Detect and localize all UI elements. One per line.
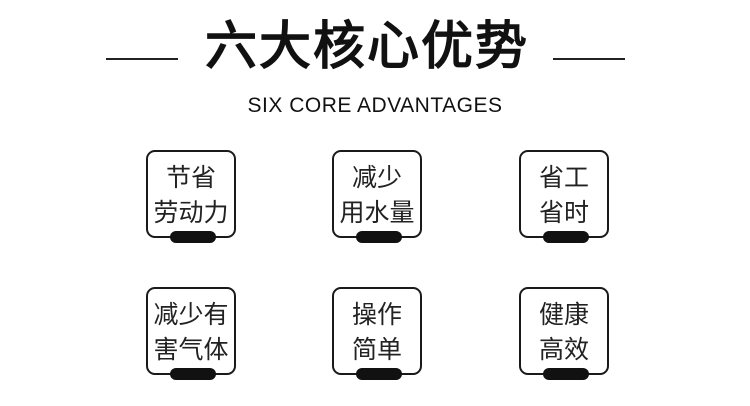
advantage-line-1: 省工 [538, 163, 589, 192]
card-bottom-bar [356, 231, 402, 243]
advantage-text: 省工 省时 [521, 160, 607, 230]
card-bottom-bar [170, 368, 216, 380]
advantage-text: 健康 高效 [521, 297, 607, 367]
card-bottom-bar [543, 368, 589, 380]
advantage-line-2: 简单 [351, 335, 402, 364]
advantage-line-1: 减少 [351, 163, 402, 192]
advantage-line-1: 操作 [351, 300, 402, 329]
card-bottom-bar [543, 231, 589, 243]
advantage-text: 减少有 害气体 [148, 297, 234, 367]
advantage-card: 省工 省时 [519, 150, 609, 243]
advantage-line-2: 高效 [538, 335, 589, 364]
title-divider-right [553, 58, 625, 60]
advantage-card: 减少 用水量 [332, 150, 422, 243]
advantage-card: 减少有 害气体 [146, 287, 236, 380]
advantage-line-2: 劳动力 [153, 198, 229, 227]
advantage-line-2: 害气体 [153, 335, 229, 364]
page-subtitle: SIX CORE ADVANTAGES [247, 94, 503, 117]
advantage-line-1: 减少有 [153, 300, 229, 329]
card-bottom-bar [170, 231, 216, 243]
advantage-line-1: 健康 [538, 300, 589, 329]
advantage-card: 节省 劳动力 [146, 150, 236, 243]
advantage-text: 节省 劳动力 [148, 160, 234, 230]
title-divider-left [106, 58, 178, 60]
page-title: 六大核心优势 [204, 17, 529, 77]
advantage-text: 操作 简单 [334, 297, 420, 367]
advantage-card: 操作 简单 [332, 287, 422, 380]
advantage-text: 减少 用水量 [334, 160, 420, 230]
advantage-line-2: 省时 [538, 198, 589, 227]
advantage-line-1: 节省 [165, 163, 216, 192]
advantage-line-2: 用水量 [339, 198, 415, 227]
card-bottom-bar [356, 368, 402, 380]
advantage-card: 健康 高效 [519, 287, 609, 380]
title-row: 六大核心优势 [0, 10, 750, 80]
